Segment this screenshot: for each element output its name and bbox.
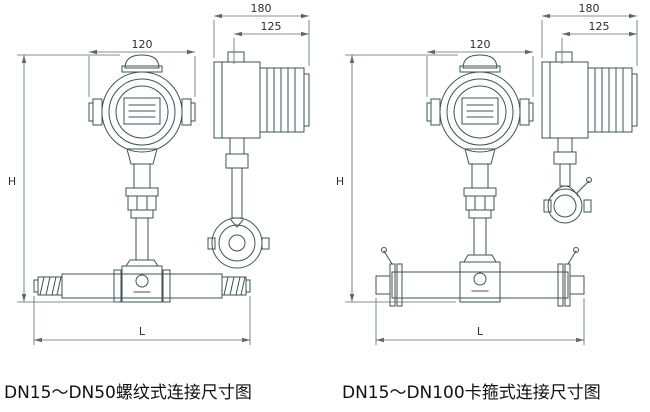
- dim-label-right-L: L: [477, 325, 484, 338]
- dim-label-right-120: 120: [470, 38, 491, 51]
- transmitter-head-side: [541, 51, 638, 139]
- dim-label-left-120: 120: [132, 38, 153, 51]
- dim-right-120: [426, 51, 534, 97]
- caption-clamp-connection: DN15～DN100卡箍式连接尺寸图: [342, 383, 601, 403]
- caption-threaded-connection: DN15～DN50螺纹式连接尺寸图: [4, 383, 252, 403]
- threaded-end-left: [33, 276, 63, 296]
- dim-right-L: [375, 298, 585, 345]
- body-logo-mark: [135, 274, 149, 288]
- clamp-end-right: [557, 247, 585, 307]
- dim-label-left-L: L: [139, 325, 146, 338]
- transmitter-head-front: [88, 54, 196, 165]
- dim-label-left-H: H: [8, 175, 16, 188]
- dim-left-125: [233, 33, 309, 64]
- dim-right-125: [561, 33, 637, 64]
- dim-label-right-125: 125: [589, 20, 610, 33]
- dim-left-H: [17, 54, 120, 303]
- left-side-view: [207, 51, 310, 269]
- transmitter-head-front: [426, 54, 534, 165]
- right-dimensions: 120 H L 180 125: [336, 2, 638, 345]
- dim-label-right-H: H: [336, 175, 344, 188]
- dim-right-H: [345, 54, 458, 303]
- dim-label-right-180: 180: [579, 2, 600, 15]
- transmitter-head-side: [213, 51, 310, 139]
- flowmeter-dimension-drawing: 120 H L 180 125: [8, 2, 638, 345]
- dim-left-L: [33, 296, 251, 345]
- dim-label-left-125: 125: [261, 20, 282, 33]
- dim-right-180: [541, 15, 638, 66]
- dim-left-180: [213, 15, 310, 66]
- dim-label-left-180: 180: [251, 2, 272, 15]
- body-logo-mark: [473, 272, 487, 286]
- left-dimensions: 120 H L 180 125: [8, 2, 310, 345]
- right-front-view-clamp-meter: [375, 54, 585, 307]
- threaded-end-right: [221, 276, 251, 296]
- clamp-end-left: [375, 247, 403, 307]
- clamp-band-outer: [547, 188, 583, 224]
- right-side-view: [541, 51, 638, 224]
- left-front-view-threaded-meter: [33, 54, 251, 303]
- dim-left-120: [88, 51, 196, 97]
